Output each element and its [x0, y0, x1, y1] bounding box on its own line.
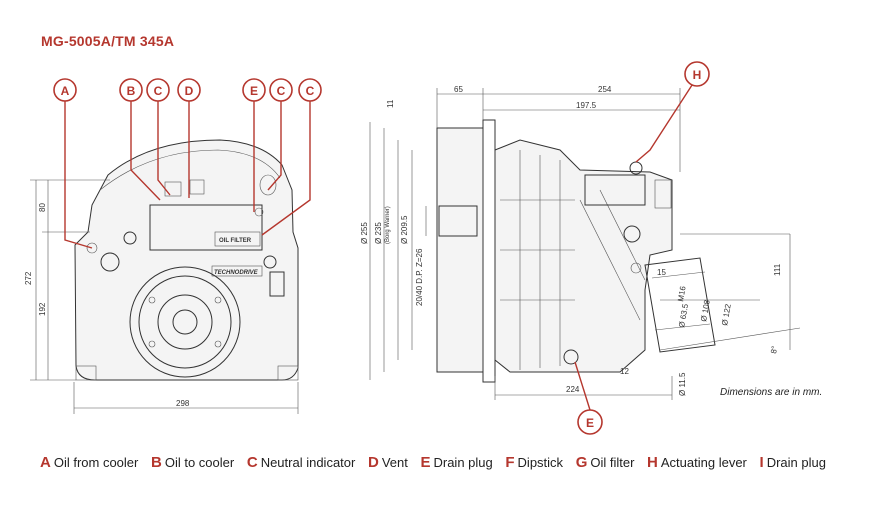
svg-text:C: C [277, 84, 286, 98]
dim-angle: 8° [769, 345, 779, 354]
dim-12: 12 [620, 367, 629, 376]
dim-d122: Ø 122 [720, 303, 733, 327]
page-title: MG-5005A/TM 345A [41, 33, 175, 49]
dim-80: 80 [38, 203, 47, 212]
svg-text:C: C [154, 84, 163, 98]
svg-text:A: A [61, 84, 70, 98]
callout-e-1: E [242, 78, 266, 102]
callouts: A B C D E C C H [53, 61, 710, 435]
side-view-drawing: 65 254 197.5 11 Ø 255 Ø 235 (Borg Warner… [360, 85, 801, 400]
dim-192: 192 [38, 302, 47, 316]
dim-d63-5: Ø 63.5 [677, 303, 690, 329]
dim-272: 272 [24, 271, 33, 285]
svg-text:E: E [586, 416, 594, 430]
dim-d209-5: Ø 209.5 [400, 215, 409, 244]
callout-c-3: C [298, 78, 322, 102]
dim-65: 65 [454, 85, 463, 94]
dim-15: 15 [657, 268, 666, 277]
dim-111: 111 [773, 263, 782, 276]
svg-text:E: E [250, 84, 258, 98]
dim-11: 11 [386, 99, 395, 108]
dim-d255: Ø 255 [360, 222, 369, 244]
dim-spline: 20/40 D.P. Z=26 [415, 248, 424, 306]
svg-text:D: D [185, 84, 194, 98]
callout-a: A [53, 78, 77, 102]
dim-d235-note: (Borg Warner) [385, 206, 391, 244]
callout-b: B [119, 78, 143, 102]
oil-filter-plate-label: OIL FILTER [219, 238, 252, 244]
callout-e-2: E [577, 409, 603, 435]
dim-d108: Ø 108 [699, 299, 712, 323]
dim-224: 224 [566, 385, 580, 394]
dim-298: 298 [176, 399, 190, 408]
svg-text:C: C [306, 84, 315, 98]
callout-c-1: C [146, 78, 170, 102]
brand-label: TECHNODRIVE [214, 270, 259, 276]
dim-197-5: 197.5 [576, 101, 597, 110]
callout-h: H [684, 61, 710, 87]
svg-text:H: H [693, 68, 702, 82]
callout-c-2: C [269, 78, 293, 102]
dim-d235: Ø 235 [374, 222, 383, 244]
front-view-drawing: 272 80 192 298 OIL FILTER TECHNODRIVE [24, 139, 299, 414]
svg-text:B: B [127, 84, 136, 98]
dimensions-note: Dimensions are in mm. [720, 387, 823, 398]
dim-m16: M16 [676, 285, 688, 302]
dim-d11-5: Ø 11.5 [678, 372, 687, 396]
dim-254: 254 [598, 85, 612, 94]
callout-d: D [177, 78, 201, 102]
